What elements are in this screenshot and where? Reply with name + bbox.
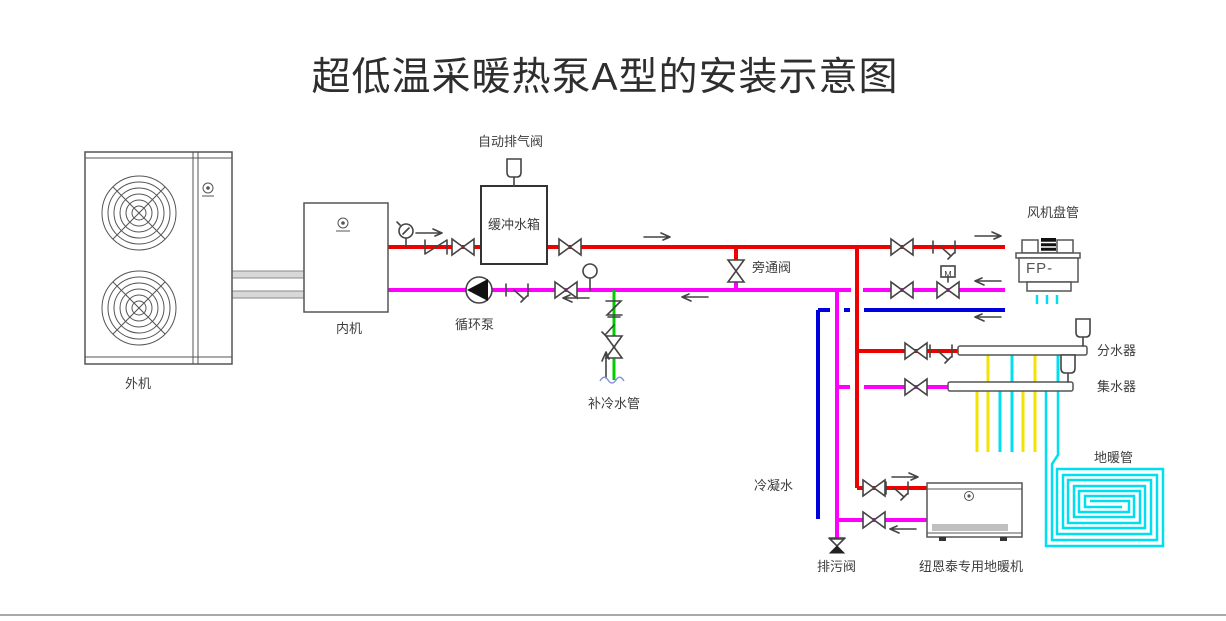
- indoor-unit-label: 内机: [336, 321, 363, 336]
- floor-loop-pipes-cyan: [998, 355, 1060, 452]
- strainer-icon: [929, 344, 953, 364]
- outdoor-unit-label: 外机: [125, 376, 152, 391]
- floor-heating-coil: [1044, 391, 1165, 548]
- water-collector-bar: [947, 354, 1076, 392]
- fan-coil-label: 风机盘管: [1027, 205, 1080, 220]
- bottom-divider: [0, 614, 1226, 616]
- refrigerant-pipes: [231, 270, 305, 299]
- water-collector-label: 集水器: [1097, 379, 1137, 394]
- fan-icon: [101, 175, 177, 251]
- gate-valve-icon: [605, 335, 623, 359]
- auto-air-vent-icon: [506, 158, 522, 187]
- air-flow-icon: [1035, 295, 1059, 304]
- strainer-icon: [885, 481, 909, 501]
- brand-logo-icon: [336, 217, 350, 232]
- flow-arrow-right-icon: [974, 231, 1002, 240]
- floor-loop-pipes-yellow: [975, 355, 1037, 452]
- water-distributor-label: 分水器: [1097, 343, 1137, 358]
- buffer-tank: [480, 158, 548, 265]
- floor-heating-pipe-label: 地暖管: [1094, 450, 1134, 465]
- floor-heating-unit-label: 纽恩泰专用地暖机: [919, 559, 1024, 574]
- makeup-water-pipe-label: 补冷水管: [588, 396, 641, 411]
- flow-arrow-left-icon: [974, 313, 1002, 322]
- temperature-sensor-icon: [582, 263, 598, 291]
- brand-logo-icon: [964, 491, 974, 501]
- pressure-gauge-icon: [396, 221, 414, 248]
- bypass-valve-icon: [727, 259, 745, 283]
- gate-valve-icon: [904, 342, 928, 360]
- fan-icon: [101, 270, 177, 346]
- strainer-icon: [505, 283, 529, 303]
- gate-valve-icon: [558, 238, 582, 256]
- page-title: 超低温采暖热泵A型的安装示意图: [311, 56, 899, 99]
- makeup-check-valve-icon: [605, 300, 623, 316]
- strainer-icon: [932, 240, 956, 260]
- auto-air-vent-icon: [1075, 318, 1091, 347]
- gate-valve-icon: [451, 238, 475, 256]
- condensate-pipe: [816, 308, 1005, 519]
- circulation-pump-label: 循环泵: [455, 317, 495, 332]
- flow-arrow-right-icon: [891, 472, 919, 481]
- fan-coil-model-text: FP-: [1026, 260, 1054, 277]
- flow-arrow-up-icon: [601, 351, 610, 379]
- motorized-valve-icon: M: [937, 266, 959, 298]
- water-distributor-bar: [957, 318, 1091, 356]
- auto-air-vent-icon: [1060, 354, 1076, 383]
- flow-arrow-right-icon: [643, 232, 671, 241]
- drain-valve-icon: [828, 537, 846, 554]
- auto-air-vent-label: 自动排气阀: [478, 134, 544, 149]
- drain-valve-label: 排污阀: [817, 559, 857, 574]
- flow-arrow-left-icon: [681, 293, 709, 302]
- buffer-tank-label: 缓冲水箱: [487, 217, 540, 232]
- bypass-valve-label: 旁通阀: [752, 260, 792, 275]
- gate-valve-icon: [890, 238, 914, 256]
- outdoor-unit: [84, 151, 233, 365]
- svg-text:M: M: [944, 269, 952, 279]
- gate-valve-icon: [862, 511, 886, 529]
- brand-logo-icon: [202, 182, 214, 197]
- fan-coil-unit-box: [1015, 238, 1081, 304]
- flow-arrow-right-icon: [415, 228, 443, 237]
- floor-heating-unit-box: [926, 482, 1023, 541]
- gate-valve-icon: [862, 479, 886, 497]
- circulation-pump-icon: [465, 276, 493, 304]
- flow-arrow-left-icon: [889, 525, 917, 534]
- flow-arrow-left-icon: [974, 277, 1002, 286]
- condensate-label: 冷凝水: [754, 478, 794, 493]
- indoor-unit: [303, 202, 389, 313]
- gate-valve-icon: [904, 378, 928, 396]
- pipe-break-icon: [599, 376, 625, 384]
- gate-valve-icon: [890, 281, 914, 299]
- gate-valve-icon: [554, 281, 578, 299]
